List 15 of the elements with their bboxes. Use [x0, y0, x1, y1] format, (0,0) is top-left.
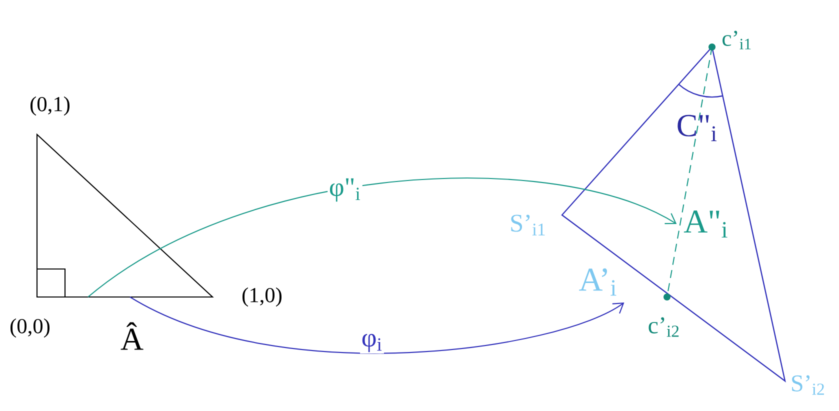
arrow [88, 178, 677, 298]
point-label: A’$_{i}$ [579, 268, 616, 296]
corner-label: Â [120, 322, 144, 350]
point-label: c’$_{i1}$ [722, 30, 751, 50]
corner-label: (0,1) [30, 96, 70, 116]
point-label: c’$_{i2}$ [648, 317, 679, 337]
point-label: A"$_{i}$ [684, 210, 728, 238]
arrow [130, 296, 624, 354]
corner-label: (1,0) [242, 287, 282, 307]
point-label: C"$_{i}$ [678, 114, 717, 142]
corner-label: (0,0) [10, 318, 50, 338]
point-label: S’$_{i1}$ [511, 214, 545, 236]
edge-label: φ$_{i}$ [362, 334, 382, 352]
point-label: S’$_{i2}$ [792, 375, 824, 395]
edge-label: φ"$_{i}$ [330, 178, 360, 202]
